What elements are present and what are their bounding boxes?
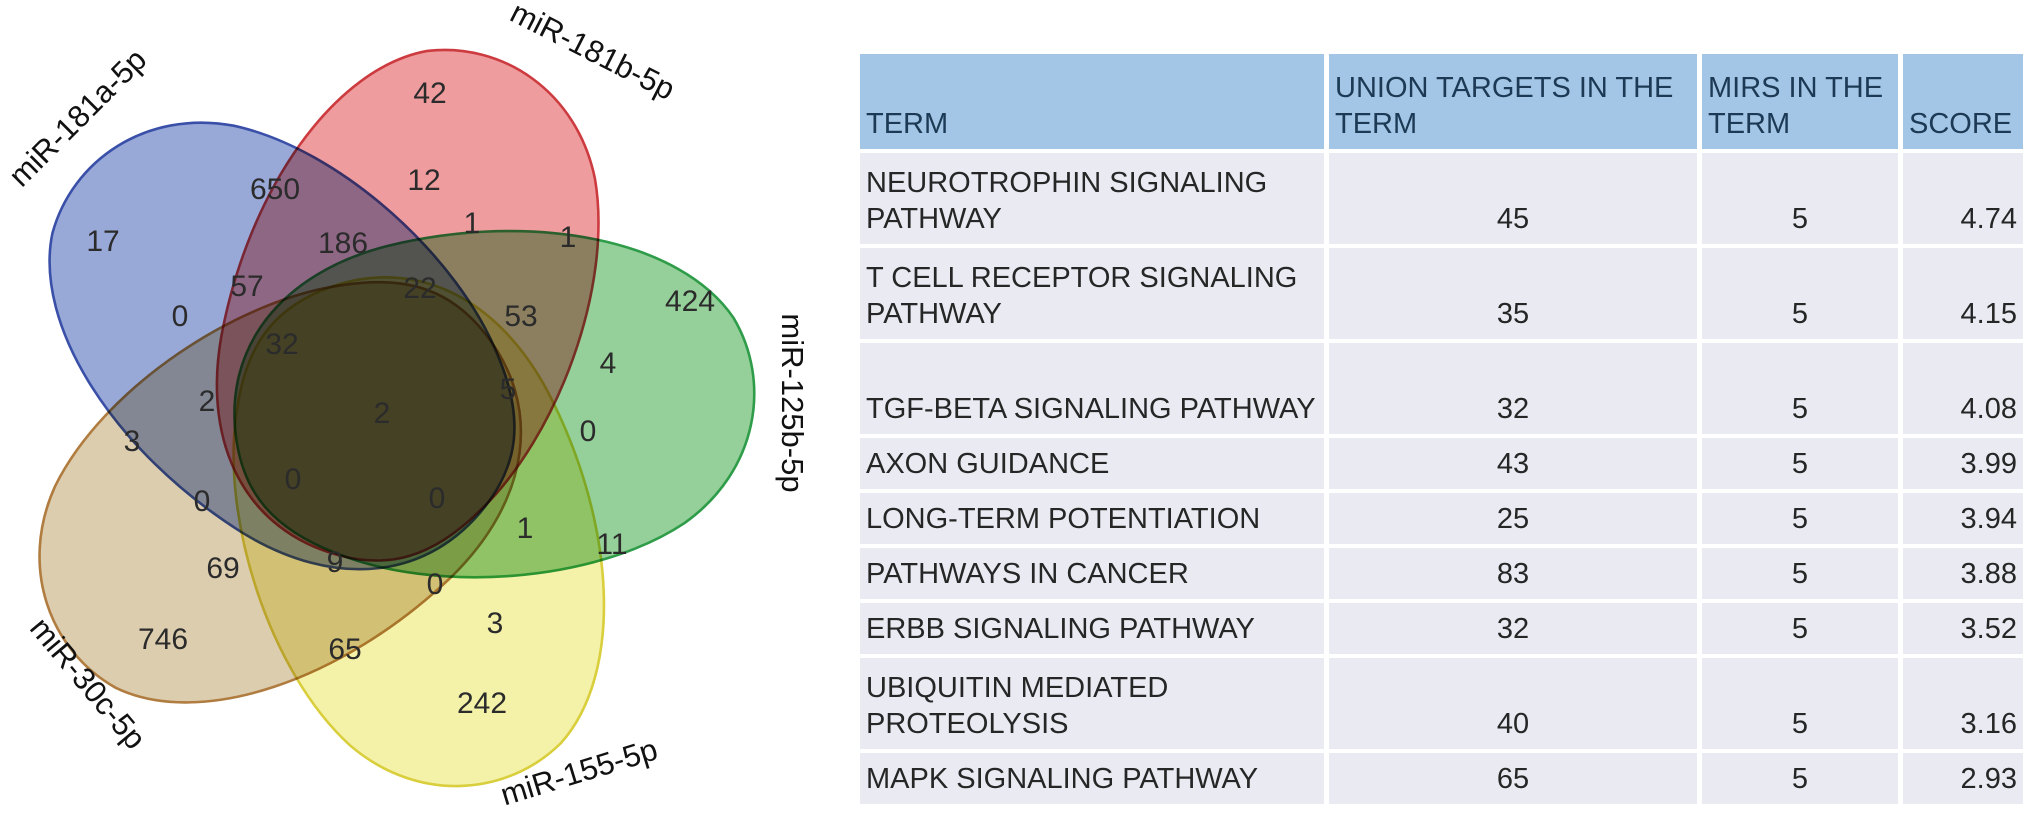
venn-region-count: 242 xyxy=(457,687,507,720)
term-cell: MAPK SIGNALING PATHWAY xyxy=(860,753,1324,804)
score-cell: 4.15 xyxy=(1903,248,2023,339)
venn-set-label-miR-125b-5p: miR-125b-5p xyxy=(775,313,810,492)
mirs-cell: 5 xyxy=(1702,153,1898,244)
venn-region-count: 69 xyxy=(206,552,239,585)
venn-region-count: 65 xyxy=(328,633,361,666)
mirs-cell: 5 xyxy=(1702,343,1898,434)
venn-region-count: 53 xyxy=(504,300,537,333)
venn-region-count: 0 xyxy=(285,463,302,496)
col-header-union: UNION TARGETS IN THE TERM xyxy=(1329,54,1697,149)
venn-region-count: 9 xyxy=(327,546,344,579)
venn-region-count: 0 xyxy=(580,415,597,448)
term-cell: ERBB SIGNALING PATHWAY xyxy=(860,603,1324,654)
venn-region-count: 746 xyxy=(138,623,188,656)
venn-region-count: 0 xyxy=(429,482,446,515)
col-header-score: SCORE xyxy=(1903,54,2023,149)
score-cell: 3.16 xyxy=(1903,658,2023,749)
venn-region-count: 57 xyxy=(230,270,263,303)
term-cell: AXON GUIDANCE xyxy=(860,438,1324,489)
mirs-cell: 5 xyxy=(1702,548,1898,599)
venn-region-count: 0 xyxy=(172,300,189,333)
venn-region-count: 2 xyxy=(374,397,391,430)
venn-region-count: 17 xyxy=(86,225,119,258)
score-cell: 4.08 xyxy=(1903,343,2023,434)
venn-region-count: 3 xyxy=(487,607,504,640)
venn-region-count: 186 xyxy=(318,227,368,260)
union-targets-cell: 45 xyxy=(1329,153,1697,244)
venn-region-count: 11 xyxy=(596,528,627,561)
union-targets-cell: 65 xyxy=(1329,753,1697,804)
term-cell: NEUROTROPHIN SIGNALING PATHWAY xyxy=(860,153,1324,244)
term-cell: T CELL RECEPTOR SIGNALING PATHWAY xyxy=(860,248,1324,339)
union-targets-cell: 43 xyxy=(1329,438,1697,489)
score-cell: 3.88 xyxy=(1903,548,2023,599)
col-header-term: TERM xyxy=(860,54,1324,149)
union-targets-cell: 25 xyxy=(1329,493,1697,544)
venn-petals xyxy=(38,48,756,788)
enrichment-table-panel: TERM UNION TARGETS IN THE TERM MIRS IN T… xyxy=(855,50,2028,808)
union-targets-cell: 32 xyxy=(1329,343,1697,434)
score-cell: 3.52 xyxy=(1903,603,2023,654)
col-header-mirs: MIRS IN THE TERM xyxy=(1702,54,1898,149)
venn-region-count: 32 xyxy=(265,328,298,361)
venn-region-count: 0 xyxy=(427,568,444,601)
venn-region-count: 12 xyxy=(407,164,440,197)
score-cell: 3.94 xyxy=(1903,493,2023,544)
score-cell: 2.93 xyxy=(1903,753,2023,804)
venn-region-count: 5 xyxy=(500,373,517,406)
table-header-row: TERM UNION TARGETS IN THE TERM MIRS IN T… xyxy=(860,54,2023,149)
term-cell: UBIQUITIN MEDIATED PROTEOLYSIS xyxy=(860,658,1324,749)
venn-region-count: 424 xyxy=(665,285,715,318)
union-targets-cell: 32 xyxy=(1329,603,1697,654)
mirs-cell: 5 xyxy=(1702,493,1898,544)
venn-region-count: 22 xyxy=(403,272,436,305)
venn-region-count: 1 xyxy=(560,221,577,254)
union-targets-cell: 35 xyxy=(1329,248,1697,339)
venn-region-count: 42 xyxy=(413,77,446,110)
mirs-cell: 5 xyxy=(1702,603,1898,654)
union-targets-cell: 83 xyxy=(1329,548,1697,599)
venn-region-count: 0 xyxy=(194,485,211,518)
venn-region-count: 1 xyxy=(517,512,534,545)
venn-set-miR-30c-5p xyxy=(38,280,523,704)
venn-region-count: 650 xyxy=(250,173,300,206)
score-cell: 4.74 xyxy=(1903,153,2023,244)
venn-region-count: 1 xyxy=(464,207,481,240)
mirs-cell: 5 xyxy=(1702,248,1898,339)
term-cell: LONG-TERM POTENTIATION xyxy=(860,493,1324,544)
venn-region-count: 4 xyxy=(600,347,617,380)
mirs-cell: 5 xyxy=(1702,753,1898,804)
venn-region-count: 2 xyxy=(199,385,216,418)
term-cell: PATHWAYS IN CANCER xyxy=(860,548,1324,599)
mirs-cell: 5 xyxy=(1702,658,1898,749)
enrichment-table: TERM UNION TARGETS IN THE TERM MIRS IN T… xyxy=(855,50,2028,808)
venn-region-count: 3 xyxy=(124,425,141,458)
term-cell: TGF-BETA SIGNALING PATHWAY xyxy=(860,343,1324,434)
union-targets-cell: 40 xyxy=(1329,658,1697,749)
mirs-cell: 5 xyxy=(1702,438,1898,489)
score-cell: 3.99 xyxy=(1903,438,2023,489)
